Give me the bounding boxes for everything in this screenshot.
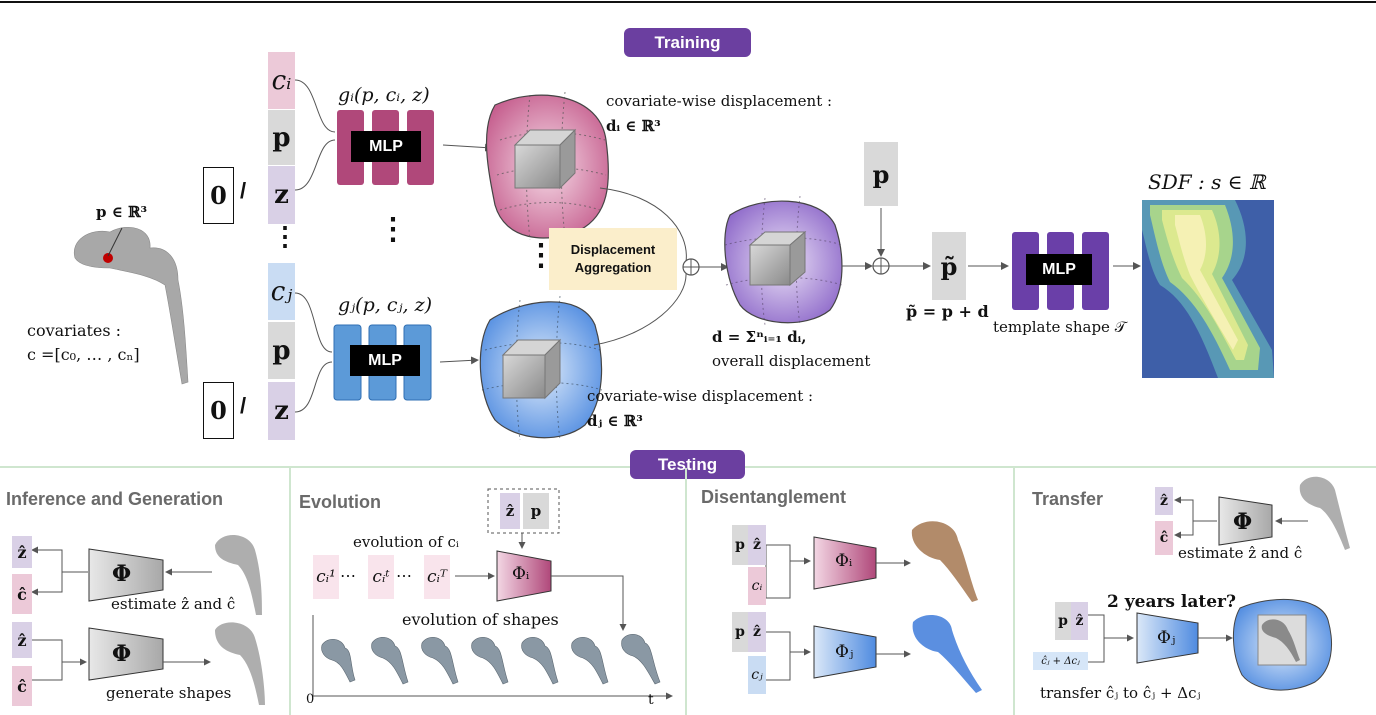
- evo-shapes-label: evolution of shapes: [402, 610, 559, 629]
- zero-box-bottom: 0: [203, 382, 234, 439]
- inf-zhat-1: ẑ: [12, 536, 32, 568]
- divider-3: [1013, 468, 1015, 715]
- covariates-formula: c =[c₀, … , cₙ]: [27, 345, 140, 364]
- gi-label: gᵢ(p, cᵢ, z): [338, 84, 430, 106]
- tr-zhat-2: ẑ: [1071, 602, 1088, 640]
- dis-phi-j: Φⱼ: [835, 642, 854, 662]
- p-cell-i: p: [268, 110, 295, 165]
- ci-cell: cᵢ: [268, 52, 295, 109]
- p-cell-right: p: [872, 159, 890, 189]
- dis-cj: cⱼ: [748, 656, 766, 694]
- evo-axis-zero: 0: [306, 692, 315, 707]
- transfer-title: Transfer: [1032, 489, 1104, 509]
- evolution-title: Evolution: [299, 492, 381, 512]
- inf-chat-1: ĉ: [12, 574, 32, 614]
- inf-generate: generate shapes: [106, 684, 232, 702]
- evo-zhat: ẑ: [500, 493, 520, 529]
- dis-zhat-2: ẑ: [748, 612, 766, 652]
- dis-ci: cᵢ: [748, 567, 766, 605]
- cj-cell: cⱼ: [268, 263, 295, 320]
- inf-zhat-2: ẑ: [12, 622, 32, 658]
- gj-label: gⱼ(p, cⱼ, z): [338, 294, 432, 316]
- dis-p-2: p: [732, 612, 748, 652]
- dis-zhat-1: ẑ: [748, 525, 766, 565]
- evo-ct: cᵢᵗ: [368, 555, 394, 599]
- point-marker: [103, 253, 113, 263]
- evo-phi-i: Φᵢ: [512, 564, 530, 584]
- template-label: template shape 𝒯: [993, 318, 1127, 336]
- p-tilde-formula: p̃ = p + d: [906, 302, 989, 321]
- evo-c1: cᵢ¹: [313, 555, 339, 599]
- z-cell-j: z: [268, 382, 295, 440]
- overall-label: overall displacement: [712, 352, 871, 370]
- tr-estimate: estimate ẑ and ĉ: [1178, 544, 1303, 562]
- inf-estimate: estimate ẑ and ĉ: [111, 595, 236, 613]
- tr-cj-delta: ĉⱼ + Δcⱼ: [1033, 652, 1088, 670]
- tr-p: p: [1055, 602, 1071, 640]
- point-label: p ∈ ℝ³: [96, 203, 148, 221]
- disp-j-title: covariate-wise displacement :: [587, 387, 814, 405]
- testing-badge: Testing: [630, 450, 745, 479]
- divider-2: [685, 468, 687, 715]
- covariates-label: covariates :: [27, 321, 122, 340]
- tr-phi-j: Φⱼ: [1157, 628, 1176, 648]
- inference-title: Inference and Generation: [6, 489, 224, 509]
- tr-question: 2 years later?: [1107, 592, 1236, 612]
- vdots-middle: ⋮: [378, 212, 408, 247]
- divider-1: [289, 468, 291, 715]
- mlp-template: MLP: [1026, 254, 1092, 285]
- dis-phi-i: Φᵢ: [835, 551, 853, 571]
- inf-phi-2: Φ: [112, 641, 132, 667]
- evo-axis-t: t: [648, 692, 654, 708]
- overall-formula: d = Σⁿᵢ₌₁ dᵢ,: [712, 328, 807, 346]
- p-tilde-cell: p̃: [940, 251, 958, 281]
- disp-i-title: covariate-wise displacement :: [606, 92, 833, 110]
- mlp-j: MLP: [350, 345, 420, 376]
- slash-top: /: [240, 178, 247, 203]
- vdots-left: ⋮: [272, 222, 298, 252]
- sdf-label: SDF : s ∈ ℝ: [1148, 170, 1266, 194]
- tr-chat: ĉ: [1155, 521, 1173, 555]
- top-rule: [0, 1, 1376, 3]
- tr-phi: Φ: [1233, 509, 1253, 535]
- evo-p: p: [523, 493, 549, 529]
- evo-dots-2: ⋯: [396, 566, 412, 585]
- aggregation-label: Displacement Aggregation: [570, 242, 656, 275]
- tr-zhat: ẑ: [1155, 487, 1173, 515]
- dis-p-1: p: [732, 525, 748, 565]
- tr-transfer-text: transfer ĉⱼ to ĉⱼ + Δcⱼ: [1040, 684, 1201, 702]
- training-diagram: [73, 79, 1274, 441]
- inf-chat-2: ĉ: [12, 666, 32, 706]
- inf-phi-1: Φ: [112, 561, 132, 587]
- disp-j-formula: dⱼ ∈ ℝ³: [587, 412, 643, 430]
- training-badge: Training: [624, 28, 751, 57]
- evo-evolution-of: evolution of cᵢ: [353, 533, 459, 551]
- aggregation-box: Displacement Aggregation: [549, 228, 677, 290]
- vessel-pointcloud: [73, 226, 189, 385]
- zero-box-top: 0: [203, 167, 234, 224]
- disp-i-formula: dᵢ ∈ ℝ³: [606, 117, 661, 135]
- evo-cT: cᵢᵀ: [424, 555, 450, 599]
- evo-dots-1: ⋯: [340, 566, 356, 585]
- disentanglement-title: Disentanglement: [701, 487, 847, 507]
- p-cell-j: p: [268, 322, 295, 379]
- z-cell-i: z: [268, 166, 295, 224]
- mlp-i: MLP: [351, 131, 421, 162]
- slash-bottom: /: [240, 393, 247, 418]
